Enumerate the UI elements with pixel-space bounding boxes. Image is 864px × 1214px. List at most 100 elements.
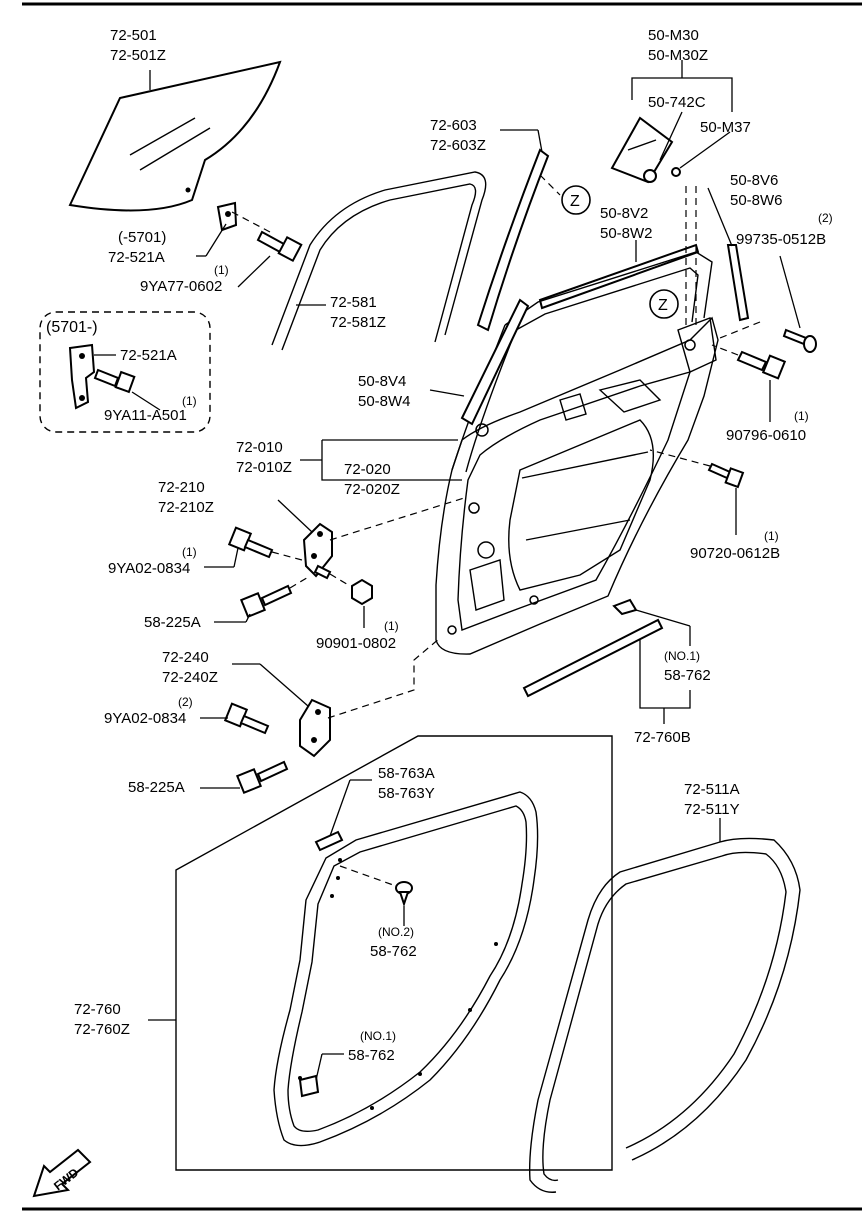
leader-mirror-b [679, 131, 731, 169]
leader-screw-99735-dash [719, 321, 761, 339]
molding-8v6-label-2: 50-8W6 [730, 192, 783, 209]
z-marker-2-text: Z [658, 297, 668, 314]
door-shell-label-2: 72-010Z [236, 459, 292, 476]
hinge-lower-label-1: 72-240 [162, 649, 209, 666]
bolt-9ya02-upper[interactable] [227, 526, 274, 559]
glass-label-1: 72-501 [110, 27, 157, 44]
hinge-upper[interactable] [302, 522, 333, 578]
clip-no1-upper-qty: (NO.1) [664, 649, 700, 663]
bolt-9ya02-lower-qty: (2) [178, 695, 193, 709]
rear-garnish[interactable] [476, 148, 550, 332]
clip-no1-lower[interactable] [298, 1074, 320, 1098]
z-marker-1 [561, 185, 591, 215]
leader-molding-8v6 [707, 187, 733, 247]
mirror-part-a-label: 50-742C [648, 94, 706, 111]
molding-8v4[interactable] [460, 298, 530, 426]
glass-label-2: 72-501Z [110, 47, 166, 64]
leader-inset-bolt [131, 391, 161, 411]
clip-no1-lower-label: 58-762 [348, 1047, 395, 1064]
fwd-arrow-icon [32, 1148, 92, 1198]
door-panel-label-1: 72-020 [344, 461, 391, 478]
leader-garnish-2 [537, 129, 543, 153]
glass-bracket[interactable] [216, 201, 238, 232]
mirror-base[interactable] [610, 116, 674, 184]
bolt-9ya02-lower[interactable] [223, 702, 270, 735]
molding-8v4-label-1: 50-8V4 [358, 373, 406, 390]
screw-90720-label: 90720-0612B [690, 545, 780, 562]
molding-8v6-label-1: 50-8V6 [730, 172, 778, 189]
molding-8v6[interactable] [726, 244, 750, 322]
nut-90901-qty: (1) [384, 619, 399, 633]
weatherstrip-main[interactable] [273, 791, 539, 1147]
bolt-9ya02-upper-qty: (1) [182, 545, 197, 559]
leader-clip-no1-upper [635, 609, 691, 627]
weatherstrip-outer[interactable] [529, 837, 801, 1193]
garnish-label-2: 72-603Z [430, 137, 486, 154]
leader-bracket-bolt [231, 211, 271, 233]
inset-bolt-qty: (1) [182, 394, 197, 408]
guide-hinge-upper [329, 497, 465, 541]
bolt-9ya77[interactable] [256, 230, 303, 263]
leader-screw-99735 [779, 255, 801, 329]
clip-no2[interactable] [395, 881, 413, 908]
run-channel-label-2: 72-581Z [330, 314, 386, 331]
bolt-58225-lower[interactable] [235, 760, 289, 795]
weatherstrip-lower[interactable] [522, 618, 664, 698]
mirror-group-label-1: 50-M30 [648, 27, 699, 44]
nut-90901-label: 90901-0802 [316, 635, 396, 652]
clip-no1-upper-label: 58-762 [664, 667, 711, 684]
leader-hinge-upper [277, 499, 313, 533]
garnish-label-1: 72-603 [430, 117, 477, 134]
bolt-90796-label: 90796-0610 [726, 427, 806, 444]
door-shell-label-1: 72-010 [236, 439, 283, 456]
leader-clip-no1-lower-2 [315, 1053, 323, 1081]
clip-58763[interactable] [314, 830, 344, 852]
leader-molding-8v4 [429, 389, 465, 397]
clip-no1-upper[interactable] [612, 598, 638, 616]
leader-bolt-90796-dash [711, 344, 739, 356]
leader-bracket-old-2 [205, 223, 227, 257]
inset-bracket[interactable] [68, 343, 96, 410]
mirror-part-b-label: 50-M37 [700, 119, 751, 136]
clip-no2-qty: (NO.2) [378, 925, 414, 939]
run-channel-label-1: 72-581 [330, 294, 377, 311]
clip-58763-label-1: 58-763A [378, 765, 435, 782]
nut-90901[interactable] [313, 564, 373, 606]
bolt-58225-upper-label: 58-225A [144, 614, 201, 631]
clip-no1-lower-qty: (NO.1) [360, 1029, 396, 1043]
z-marker-2 [649, 289, 679, 319]
door-glass[interactable] [68, 60, 282, 212]
clip-no2-label: 58-762 [370, 943, 417, 960]
screw-99735-qty: (2) [818, 211, 833, 225]
leader-clip-58763-2 [329, 779, 351, 837]
mirror-group-label-2: 50-M30Z [648, 47, 708, 64]
screw-99735[interactable] [782, 328, 817, 353]
hinge-lower[interactable] [299, 698, 331, 758]
screw-90720[interactable] [707, 462, 745, 489]
bolt-9ya77-label: 9YA77-0602 [140, 278, 222, 295]
weatherstrip-main-label-2: 72-760Z [74, 1021, 130, 1038]
inset-title: (5701-) [46, 319, 98, 336]
bolt-58225-upper[interactable] [239, 584, 293, 619]
guide-bolt-58225-upper [289, 575, 311, 589]
hinge-lower-label-2: 72-240Z [162, 669, 218, 686]
bolt-9ya02-upper-label: 9YA02-0834 [108, 560, 190, 577]
z-marker-1-text: Z [570, 193, 580, 210]
leader-bolt-58225-upper-2 [245, 613, 251, 623]
leader-screw-90720-dash [649, 449, 711, 467]
bolt-9ya77-qty: (1) [214, 263, 229, 277]
mirror-clip[interactable] [643, 167, 681, 183]
door-panel-label-2: 72-020Z [344, 481, 400, 498]
inset-bolt[interactable] [93, 368, 136, 394]
hinge-upper-label-1: 72-210 [158, 479, 205, 496]
run-channel[interactable] [271, 171, 487, 351]
bolt-90796[interactable] [736, 350, 787, 380]
weatherstrip-main-label-1: 72-760 [74, 1001, 121, 1018]
inset-box [39, 311, 211, 433]
bolt-90796-qty: (1) [794, 409, 809, 423]
leader-mirror-a [659, 111, 683, 161]
bracket-weatherstrip-lower [639, 640, 691, 709]
leader-hinge-lower-2 [259, 663, 309, 707]
weatherstrip-lower-label: 72-760B [634, 729, 691, 746]
screw-99735-label: 99735-0512B [736, 231, 826, 248]
